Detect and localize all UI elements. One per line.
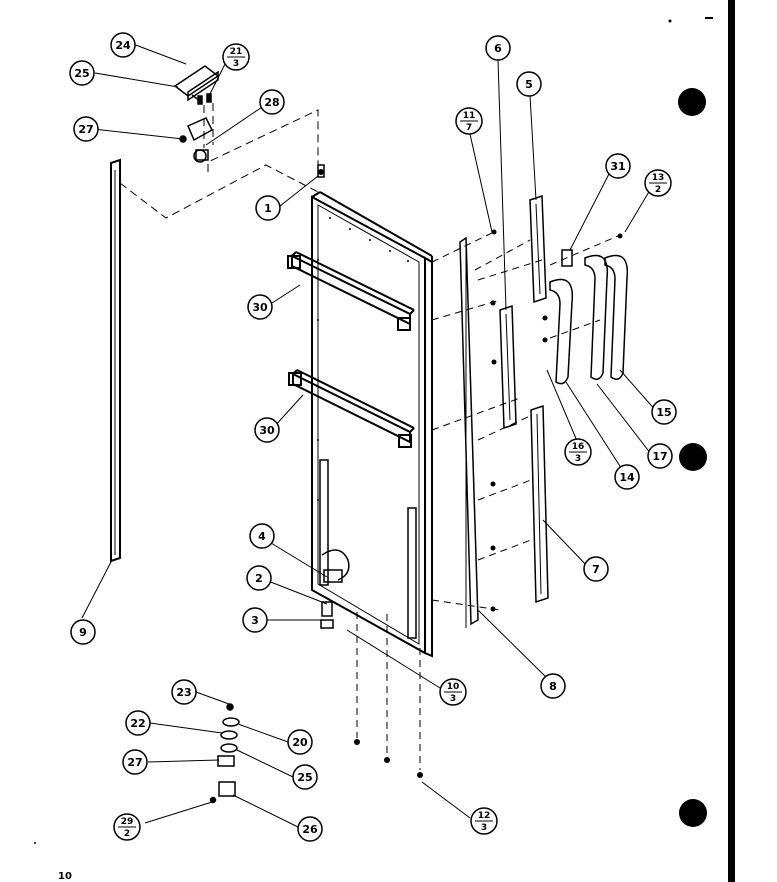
- svg-text:31: 31: [610, 160, 625, 173]
- callout-13-2: 13 2: [644, 169, 672, 197]
- svg-text:3: 3: [233, 59, 239, 69]
- callout-24: 22: [125, 710, 151, 736]
- callout-16-3: 16 3: [564, 438, 592, 466]
- callout-21-3: 21 3: [222, 43, 250, 71]
- svg-text:14: 14: [619, 471, 635, 484]
- callout-11-7: 11 7: [455, 107, 483, 135]
- svg-text:5: 5: [525, 78, 533, 91]
- hinge-dashed-paths: [119, 103, 319, 219]
- svg-text:6: 6: [494, 42, 502, 55]
- callout-5: 5: [516, 71, 542, 97]
- svg-text:16: 16: [572, 442, 585, 452]
- hinge-pin-1: [317, 164, 325, 178]
- callout-27: 26: [297, 816, 323, 842]
- svg-text:1: 1: [264, 202, 272, 215]
- svg-text:2: 2: [655, 185, 661, 195]
- svg-text:7: 7: [592, 563, 600, 576]
- callout-4: 4: [249, 523, 275, 549]
- callout-18: 24: [110, 32, 136, 58]
- svg-text:22: 22: [130, 717, 145, 730]
- scan-dot: [668, 19, 672, 23]
- screw-dashed-lines: [356, 231, 619, 770]
- svg-text:3: 3: [450, 694, 456, 704]
- svg-text:12: 12: [478, 811, 491, 821]
- svg-text:3: 3: [575, 454, 581, 464]
- svg-text:25: 25: [74, 67, 89, 80]
- svg-text:3: 3: [481, 823, 487, 833]
- svg-text:24: 24: [115, 39, 131, 52]
- binding-hole: [679, 443, 707, 471]
- callout-9: 9: [70, 619, 96, 645]
- trim-piece-6: [499, 304, 517, 430]
- door-gasket-strip: [110, 158, 121, 563]
- door-rivets: [317, 217, 409, 501]
- svg-text:8: 8: [549, 680, 557, 693]
- door-panel: [311, 191, 433, 658]
- callout-26: 25: [292, 764, 318, 790]
- callout-10-3: 10 3: [439, 678, 467, 706]
- svg-text:10: 10: [447, 682, 460, 692]
- callout-15: 15: [651, 399, 677, 425]
- svg-text:11: 11: [463, 111, 476, 121]
- svg-text:28: 28: [264, 96, 279, 109]
- callout-14: 14: [614, 464, 640, 490]
- callout-12-3: 12 3: [470, 807, 498, 835]
- callout-30-upper: 30: [247, 294, 273, 320]
- svg-text:3: 3: [251, 614, 259, 627]
- trim-piece-5: [529, 194, 547, 304]
- callout-28: 27: [122, 749, 148, 775]
- svg-text:13: 13: [652, 173, 665, 183]
- svg-text:29: 29: [121, 817, 134, 827]
- svg-text:21: 21: [230, 47, 243, 57]
- svg-text:9: 9: [79, 626, 87, 639]
- shelf-rail-lower: [288, 369, 415, 448]
- svg-text:30: 30: [252, 301, 268, 314]
- svg-text:26: 26: [302, 823, 318, 836]
- svg-text:4: 4: [258, 530, 266, 543]
- callout-29-2: 29 2: [113, 813, 141, 841]
- door-handle-parts: [549, 249, 629, 385]
- svg-text:27: 27: [78, 123, 93, 136]
- callout-3: 3: [242, 607, 268, 633]
- trim-piece-7: [530, 404, 549, 604]
- callout-8: 8: [540, 673, 566, 699]
- lower-hinge-assembly: [209, 703, 240, 804]
- svg-text:27: 27: [127, 756, 142, 769]
- screws: [318, 169, 623, 778]
- svg-text:2: 2: [124, 829, 130, 839]
- shelf-rail-upper: [287, 251, 415, 331]
- callout-30-lower: 30: [254, 417, 280, 443]
- top-hinge-assembly: [173, 65, 220, 163]
- callout-31: 31: [605, 153, 631, 179]
- callout-19: 25: [69, 60, 95, 86]
- svg-text:17: 17: [652, 450, 667, 463]
- callout-17: 17: [647, 443, 673, 469]
- svg-text:23: 23: [176, 686, 191, 699]
- svg-text:20: 20: [292, 736, 308, 749]
- door-lower-channel: [319, 459, 417, 639]
- callout-23: 20: [287, 729, 313, 755]
- svg-text:2: 2: [255, 572, 263, 585]
- binding-hole: [678, 88, 706, 116]
- page-number: 10: [58, 871, 72, 882]
- svg-text:25: 25: [297, 771, 312, 784]
- svg-text:15: 15: [656, 406, 671, 419]
- leader-lines: [81, 43, 658, 828]
- callout-7: 7: [583, 556, 609, 582]
- svg-text:30: 30: [259, 424, 275, 437]
- callout-1: 1: [255, 195, 281, 221]
- door-trim-strip-8: [459, 236, 479, 628]
- callout-20: 27: [73, 116, 99, 142]
- callout-22: 28: [259, 89, 285, 115]
- scan-dot: [34, 842, 36, 844]
- binding-hole: [679, 799, 707, 827]
- callout-2: 2: [246, 565, 272, 591]
- page-edge-bar: [728, 0, 735, 882]
- callout-25: 23: [171, 679, 197, 705]
- callout-6: 6: [485, 35, 511, 61]
- door-bottom-hinge: [320, 569, 343, 629]
- svg-text:7: 7: [466, 123, 472, 133]
